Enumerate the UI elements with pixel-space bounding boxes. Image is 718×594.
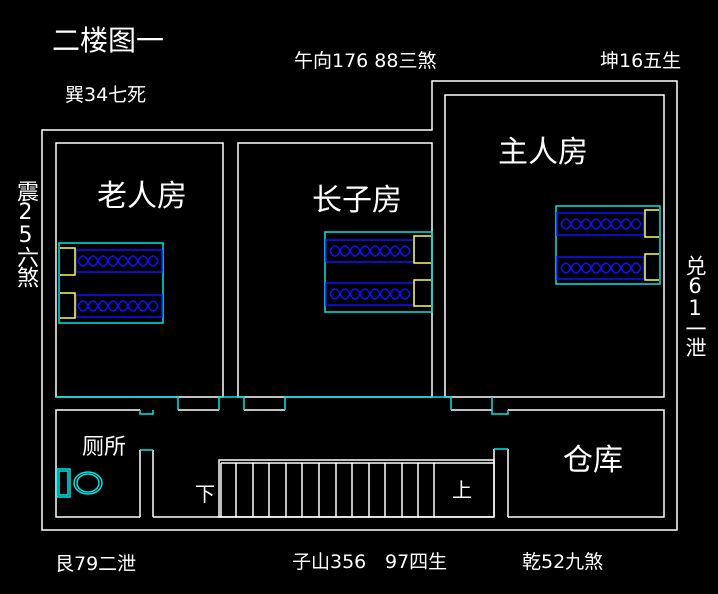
bed-icon-master: [555, 205, 661, 285]
stair-steps: [220, 463, 435, 517]
room-label-elder: 老人房: [97, 179, 187, 214]
room-label-eldest-son: 长子房: [312, 183, 402, 218]
bed-icon-son: [324, 231, 433, 313]
son-room-wall: [237, 142, 433, 398]
stairs-up-label: 上: [452, 478, 472, 502]
stairs-down-label: 下: [195, 482, 215, 506]
toilet-partition: [139, 450, 154, 517]
direction-top-left: 巽34七死: [65, 84, 147, 106]
walls: [41, 80, 678, 531]
toilet-icon: [56, 468, 103, 498]
room-label-storage: 仓库: [563, 443, 623, 478]
room-label-master: 主人房: [498, 135, 588, 170]
direction-bottom-center-b: 97四生: [385, 551, 448, 573]
direction-bottom-left: 艮79二泄: [55, 553, 137, 575]
direction-top-center: 午向176 88三煞: [294, 50, 437, 72]
stair-pillar: [493, 449, 509, 517]
direction-bottom-center-a: 子山356: [292, 551, 367, 573]
direction-bottom-right: 乾52九煞: [522, 551, 604, 573]
direction-right: 兑61一泄: [683, 255, 707, 356]
wall-ends: [56, 396, 509, 451]
direction-left: 震25六煞: [13, 180, 38, 286]
outer-wall: [41, 80, 678, 531]
direction-top-right: 坤16五生: [600, 50, 682, 72]
staircase: [218, 459, 495, 518]
drawing-title: 二楼图一: [52, 24, 165, 57]
bed-icon-elder: [58, 242, 164, 324]
master-room-wall: [444, 94, 665, 398]
room-label-toilet: 厕所: [82, 435, 127, 460]
